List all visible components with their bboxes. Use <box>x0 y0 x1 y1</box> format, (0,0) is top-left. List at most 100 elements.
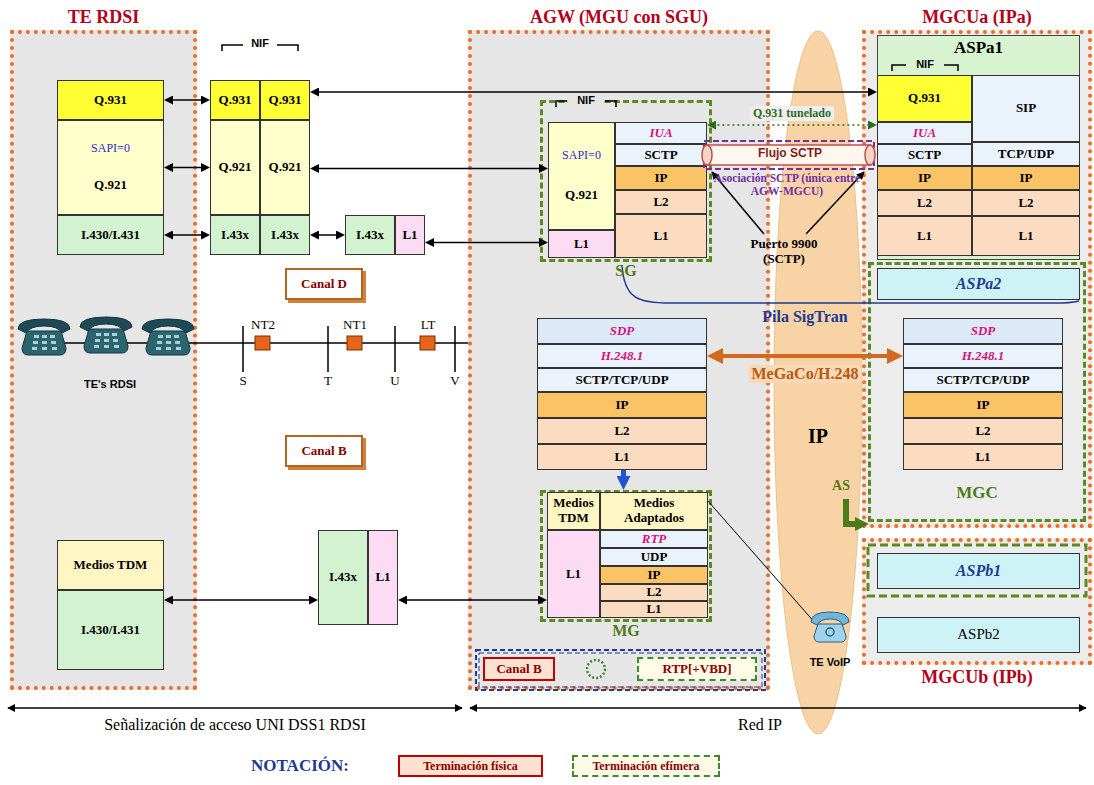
annotation-label: NT2 <box>248 318 278 333</box>
layer-label: SCTP/TCP/UDP <box>934 373 1031 388</box>
layer-label: SCTP <box>906 148 943 163</box>
annotation-label: NIF <box>240 37 280 50</box>
layer-label: ASPa1 <box>952 38 1005 58</box>
layer-label: L1 <box>915 229 934 244</box>
layer-label: IP <box>1018 171 1035 186</box>
protocol-layer: IP <box>600 566 708 584</box>
group-heading: MGCUa (IPa) <box>922 7 1031 28</box>
protocol-layer: L2 <box>903 418 1063 444</box>
protocol-layer: Q.931 <box>877 75 972 122</box>
layer-label: Medios TDM <box>72 558 150 573</box>
layer-label: L1 <box>400 228 419 243</box>
layer-label: Q.931 <box>267 93 304 108</box>
protocol-layer: H.248.1 <box>537 344 707 368</box>
protocol-layer: IP <box>615 166 707 190</box>
sctp-tube <box>702 141 875 169</box>
as-group-outline <box>868 545 1086 596</box>
protocol-layer: L2 <box>537 418 707 444</box>
layer-label: ASPa2 <box>954 275 1003 293</box>
layer-label: L2 <box>612 424 631 439</box>
layer-label: L1 <box>564 567 583 582</box>
layer-label: L2 <box>915 196 934 211</box>
protocol-layer: SCTP <box>877 144 972 166</box>
as-arrow <box>846 499 862 524</box>
protocol-layer: SAPI=0Q.921 <box>548 122 615 230</box>
sigtran-brace <box>622 265 1079 303</box>
port-leaders <box>712 172 864 234</box>
layer-label: SAPI=0 <box>89 142 132 156</box>
protocol-layer: L1 <box>368 530 398 625</box>
annotation-label: U <box>388 374 402 389</box>
layer-label: Medios Adaptados <box>601 496 707 526</box>
physical-termination: Canal B <box>483 657 555 681</box>
group-heading: MGCUb (IPb) <box>921 667 1033 688</box>
connector-label: Q.931 tunelado <box>750 106 834 121</box>
protocol-layer: L1 <box>548 230 615 258</box>
layer-label: L1 <box>572 237 591 252</box>
layer-label: Medios TDM <box>548 496 599 526</box>
connector-arrow <box>169 599 312 601</box>
layer-label: IP <box>653 171 670 186</box>
connector-arrow <box>315 168 542 170</box>
layer-label: Q.931 <box>906 91 943 106</box>
layer-label: SDP <box>608 324 637 339</box>
protocol-layer: L2 <box>615 190 707 214</box>
functional-group: MGCASPa2SDPH.248.1SCTP/TCP/UDPIPL2L1 <box>868 262 1086 522</box>
layer-label: MGC <box>954 483 1000 503</box>
nif-brackets <box>222 45 958 107</box>
layer-label: L2 <box>651 195 670 210</box>
channel-box: Canal B <box>285 435 363 467</box>
layer-label: Q.921 <box>563 188 600 203</box>
connector-arrow <box>315 91 871 93</box>
protocol-layer: IP <box>877 166 972 190</box>
connector-arrow <box>712 124 871 126</box>
annotation-label: S <box>236 374 250 389</box>
layer-label: IP <box>975 398 992 413</box>
isdn-line <box>60 326 468 372</box>
annotation-label: Señalización de acceso UNI DSS1 RDSI <box>20 716 450 734</box>
layer-label: SDP <box>969 324 998 339</box>
annotation-label: Pila SigTran <box>740 308 870 326</box>
group-heading: TE RDSI <box>68 7 140 28</box>
layer-label: L2 <box>973 424 992 439</box>
protocol-layer: SAPI=0Q.921 <box>57 120 164 215</box>
layer-label: IUA <box>911 126 938 141</box>
layer-label: L1 <box>1016 229 1035 244</box>
protocol-layer: L1 <box>395 215 425 255</box>
channel-box: Canal D <box>285 268 363 300</box>
layer-label: I.43x <box>327 570 359 585</box>
functional-group: MGMedios TDMMedios AdaptadosRTPUDPIPL2L1… <box>540 490 712 622</box>
connector-arrow <box>169 99 204 101</box>
layer-label: SAPI=0 <box>560 149 603 163</box>
layer-label: I.43x <box>219 228 251 243</box>
protocol-layer: IP <box>537 392 707 418</box>
layer-label: Canal D <box>299 277 349 292</box>
protocol-layer: I.430/I.431 <box>57 590 164 670</box>
region-panel: AGW (MGU con SGU)SGSAPI=0Q.921IUASCTPIPL… <box>468 30 770 690</box>
asp-box: ASPb2 <box>877 617 1080 653</box>
layer-label: L1 <box>373 570 392 585</box>
protocol-layer: H.248.1 <box>903 344 1063 368</box>
voip-terminal <box>708 501 849 642</box>
annotation-label: Red IP <box>700 716 820 734</box>
connector-arrow <box>621 470 626 482</box>
protocol-layer: IP <box>903 392 1063 418</box>
connector-arrow <box>315 234 339 236</box>
protocol-layer: SCTP/TCP/UDP <box>903 368 1063 392</box>
layer-label: ASPb2 <box>955 626 1002 643</box>
layer-label: I.430/I.431 <box>79 228 142 243</box>
protocol-layer: L1 <box>972 216 1080 256</box>
protocol-layer: SDP <box>903 318 1063 344</box>
protocol-layer: L1 <box>877 216 972 256</box>
layer-label: L1 <box>612 450 631 465</box>
layer-label: Canal B <box>299 444 348 459</box>
protocol-layer: SDP <box>537 318 707 344</box>
protocol-layer: Q.931 <box>57 80 164 120</box>
layer-label: H.248.1 <box>599 349 646 364</box>
asp-box: ASPb1 <box>877 553 1080 589</box>
ephemeral-termination: RTP[+VBD] <box>637 657 757 681</box>
annotation-label: T <box>321 374 335 389</box>
region-panel: MGCUa (IPa)ASPa1Q.931SIPIUASCTPTCP/UDPIP… <box>862 30 1092 528</box>
layer-label: SCTP <box>642 148 679 163</box>
layer-label: L2 <box>1016 196 1035 211</box>
